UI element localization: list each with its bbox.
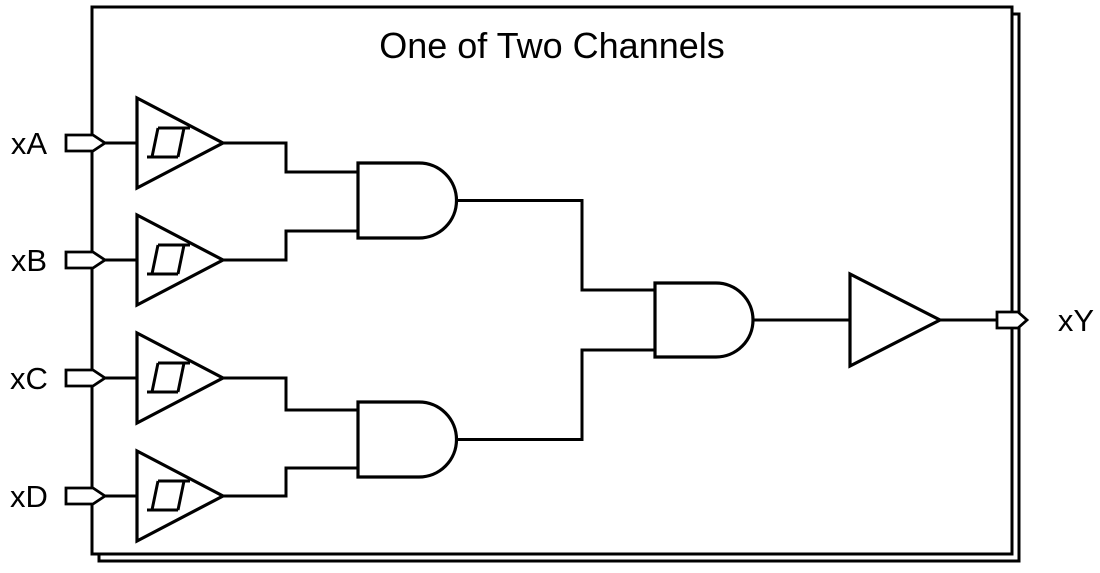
input-label-xb: xB: [11, 243, 47, 278]
schmitt-buffer-b-icon: [135, 212, 227, 308]
schmitt-buffer-a-icon: [135, 95, 227, 191]
input-pin-xc: [64, 368, 108, 388]
input-pin-xa: [64, 133, 108, 153]
hysteresis-icon: [147, 361, 190, 394]
hysteresis-icon: [147, 126, 190, 159]
wire-and-upper-to-and-final: [456, 199, 655, 292]
hysteresis-icon: [147, 479, 190, 512]
schmitt-buffer-c-icon: [135, 330, 227, 426]
output-buffer-icon: [848, 271, 944, 369]
wire-xb-to-and-upper: [223, 229, 358, 262]
schmitt-buffer-d-icon: [135, 448, 227, 544]
hysteresis-icon: [147, 243, 190, 276]
input-label-xc: xC: [10, 361, 48, 396]
and-gate-final-icon: [653, 281, 755, 359]
input-label-xd: xD: [10, 479, 48, 514]
channel-box: [90, 5, 1014, 556]
wire-and-lower-to-and-final: [456, 348, 655, 441]
diagram-title: One of Two Channels: [379, 25, 725, 66]
output-pin-xy: [995, 310, 1030, 330]
output-label-xy: xY: [1058, 303, 1094, 338]
wire-xa-to-and-upper: [223, 141, 358, 174]
wire-xd-to-and-lower: [223, 466, 358, 498]
wire-xc-to-and-lower: [223, 376, 358, 412]
and-gate-lower-icon: [356, 400, 459, 479]
input-label-xa: xA: [11, 126, 48, 161]
input-pin-xd: [64, 486, 108, 506]
and-gate-upper-icon: [356, 161, 459, 240]
input-pin-xb: [64, 250, 108, 270]
